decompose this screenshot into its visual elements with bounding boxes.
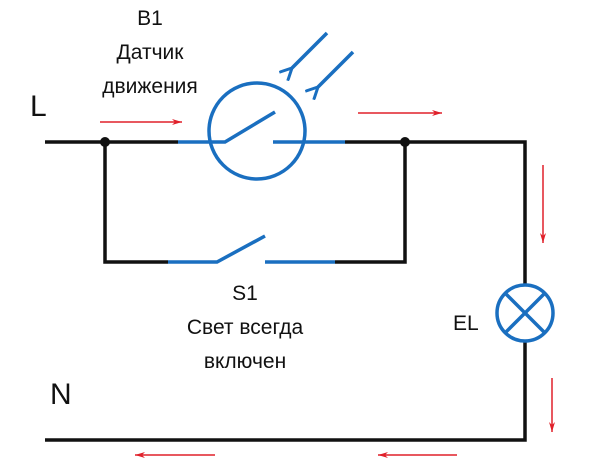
sensor-name-line2: движения [102,75,198,98]
sensor-caption: B1 Датчик движения [80,2,220,104]
sensor-name-line1: Датчик [116,41,184,64]
switch-s1-symbol [168,234,335,264]
lamp-label: EL [453,312,479,335]
light-arrow-icon [292,31,329,68]
neutral-label: N [50,378,72,411]
current-arrows [100,110,555,458]
light-arrow-icon [318,50,355,87]
junction-dot-right [400,137,410,147]
lamp-symbol [495,283,555,343]
bypass-wire [103,142,407,264]
sensor-id: B1 [137,7,163,30]
junction-dot-left [100,137,110,147]
switch-name-line2: включен [203,350,287,373]
motion-sensor-symbol [178,31,355,181]
line-label: L [30,90,47,123]
switch-id: S1 [232,282,258,305]
switch-name-line1: Свет всегда [186,316,304,339]
switch-caption: S1 Свет всегда включен [165,277,325,379]
